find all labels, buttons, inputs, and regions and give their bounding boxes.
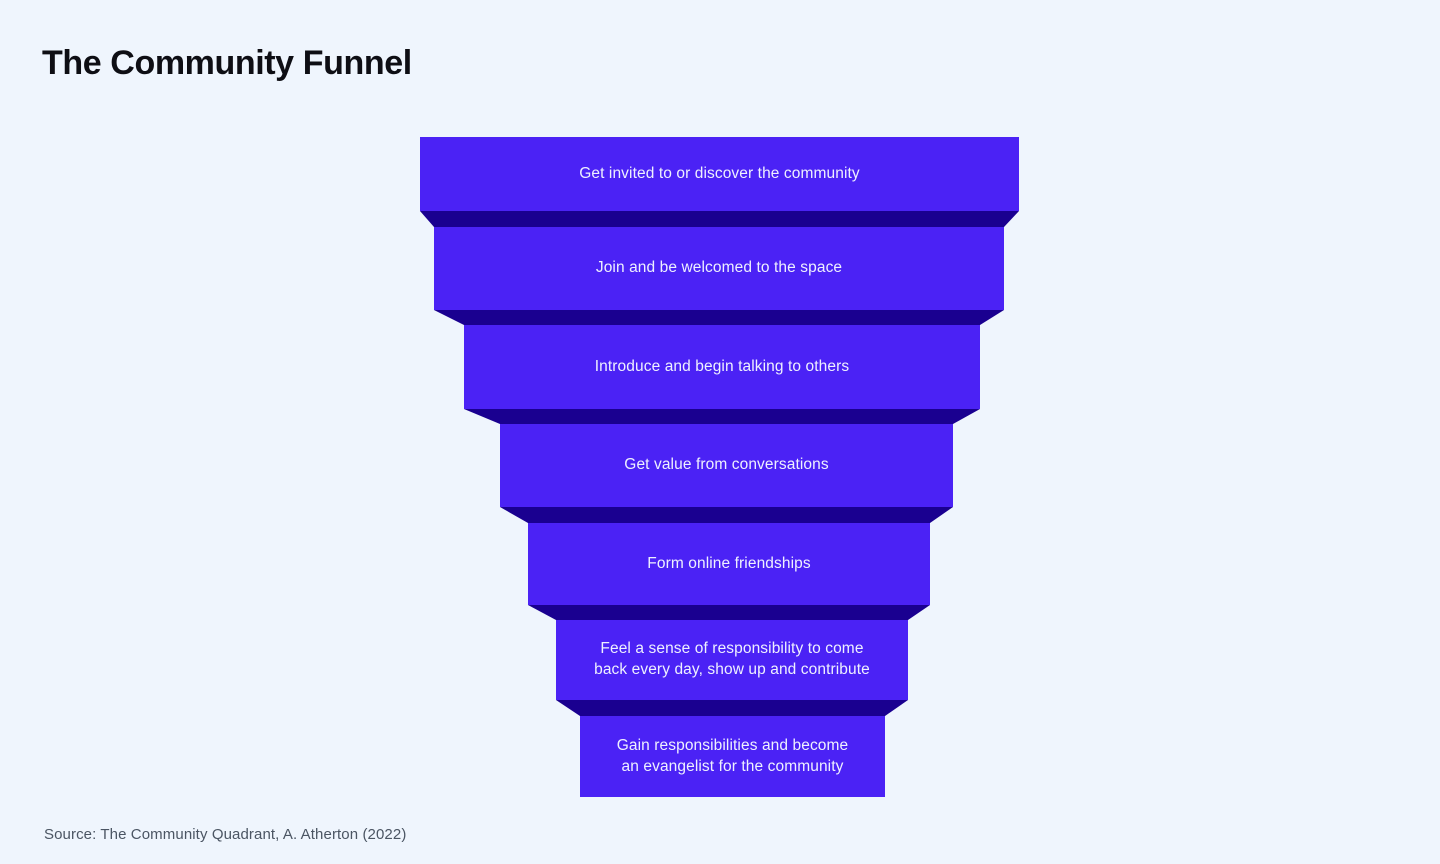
funnel-connector: [528, 605, 930, 620]
funnel-segment[interactable]: [528, 523, 930, 605]
funnel-segment[interactable]: [500, 424, 953, 507]
funnel-connector: [420, 211, 1019, 227]
funnel-segment[interactable]: [580, 716, 885, 797]
funnel-segment[interactable]: [420, 137, 1019, 211]
funnel-connector: [434, 310, 1004, 325]
page-title: The Community Funnel: [42, 44, 412, 82]
funnel-connector: [500, 507, 953, 523]
funnel-connector: [556, 700, 908, 716]
funnel-segment[interactable]: [556, 620, 908, 700]
source-caption: Source: The Community Quadrant, A. Ather…: [44, 826, 407, 843]
funnel-segment[interactable]: [464, 325, 980, 409]
funnel-connector: [464, 409, 980, 424]
funnel-segment[interactable]: [434, 227, 1004, 310]
